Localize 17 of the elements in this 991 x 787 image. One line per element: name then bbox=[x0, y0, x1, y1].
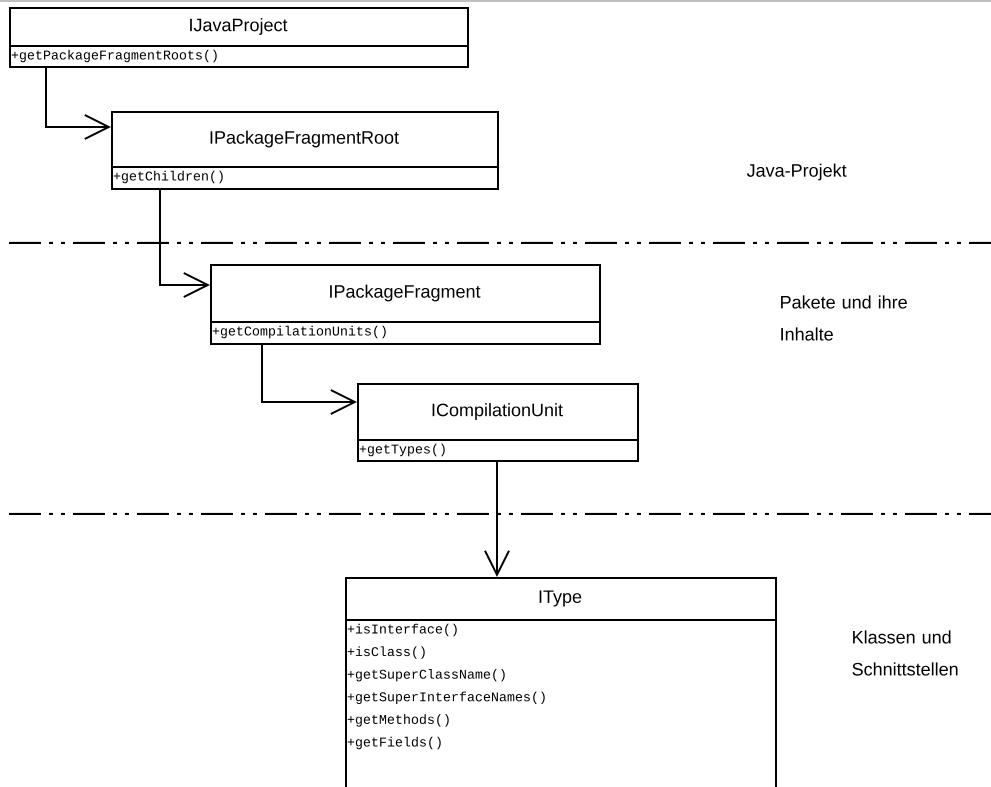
method-name: +getTypes() bbox=[360, 444, 445, 456]
section-label: Klassen und Schnittstellen bbox=[852, 630, 958, 676]
method-name: +getMethods() bbox=[348, 714, 449, 727]
method-name: +getCompilationUnits() bbox=[212, 326, 386, 338]
method-name: +getSuperInterfaceNames() bbox=[348, 692, 545, 704]
method-name: +getChildren() bbox=[114, 170, 223, 184]
arrow bbox=[484, 462, 510, 577]
section-label: Pakete und ihre Inhalte bbox=[781, 295, 907, 341]
section-label: Java-Projekt bbox=[746, 164, 846, 180]
arrow bbox=[261, 345, 357, 415]
method-name: +isInterface() bbox=[348, 624, 457, 636]
method-name: +isClass() bbox=[348, 646, 425, 659]
method-name: +getFields() bbox=[348, 736, 441, 750]
arrow bbox=[159, 190, 210, 298]
method-name: +getPackageFragmentRoots() bbox=[12, 50, 217, 62]
arrow bbox=[45, 68, 111, 140]
method-name: +getSuperClassName() bbox=[348, 668, 505, 682]
